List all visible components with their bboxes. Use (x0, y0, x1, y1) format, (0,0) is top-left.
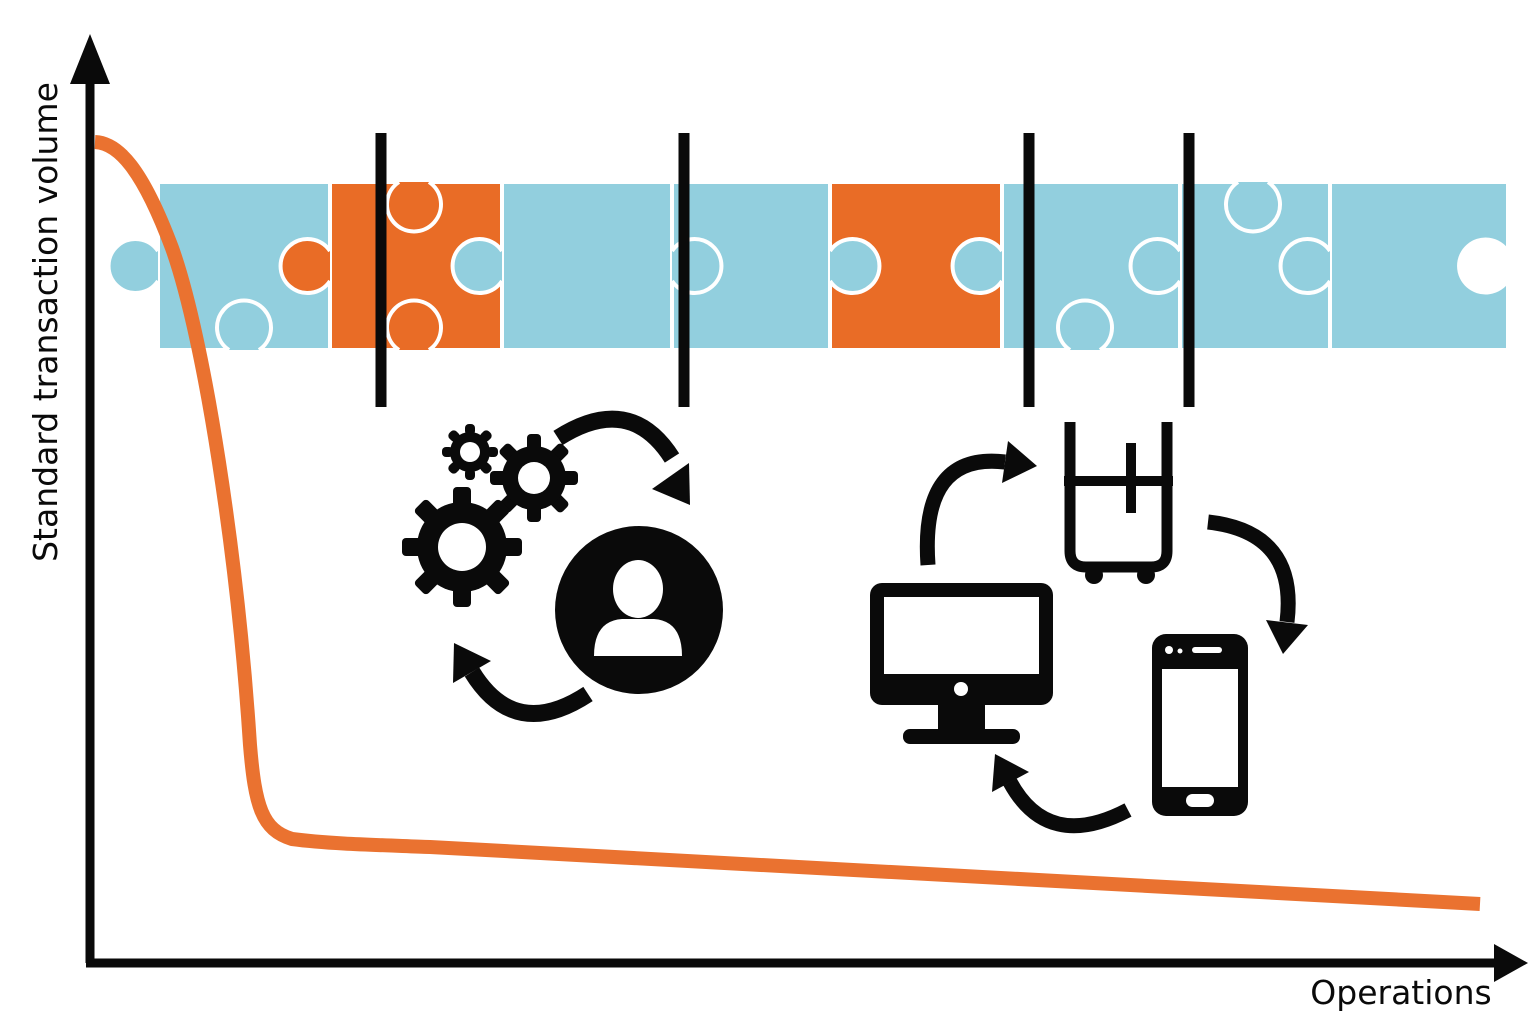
cycle-arrow-down-icon (1207, 514, 1308, 654)
puzzle-knob-right (828, 237, 882, 295)
y-axis (70, 34, 110, 963)
cycle-arrow-up-left-icon (992, 754, 1132, 834)
puzzle-socket-right (1457, 237, 1510, 295)
puzzle-knob-left (278, 237, 332, 295)
gear-hole (438, 523, 486, 571)
monitor-icon (870, 583, 1053, 744)
puzzle-knob-top (385, 180, 443, 234)
puzzle-knob-bottom (385, 298, 443, 352)
cycle-arrow-down-icon (553, 410, 690, 505)
y-axis-label: Standard transaction volume (26, 82, 65, 562)
gear-hole (460, 442, 480, 462)
cycle-arrow-up-icon (453, 643, 593, 722)
puzzle-knob-top (1224, 180, 1282, 234)
puzzle-chain (106, 131, 1510, 401)
puzzle-socket-bottom (1224, 348, 1282, 401)
transaction-volume-curve-group (94, 135, 1481, 911)
puzzle-knob-bottom (215, 298, 273, 352)
process-dividers (375, 133, 1195, 407)
puzzle-socket-top (722, 131, 780, 184)
y-axis-arrow-icon (70, 34, 110, 84)
y-axis-line (85, 60, 95, 963)
kiosk-terminal-icon (1064, 422, 1173, 584)
process-divider-1 (375, 133, 387, 407)
puzzle-socket-bottom (887, 348, 945, 401)
puzzle-socket-bottom (558, 348, 616, 401)
puzzle-socket-top (1056, 131, 1114, 184)
x-axis-arrow-icon (1494, 944, 1528, 982)
small-gear-icon (442, 424, 498, 480)
person-badge-icon (555, 526, 723, 694)
x-axis-line (86, 958, 1497, 968)
puzzle-knob-left (1278, 237, 1332, 295)
puzzle-knob-left (450, 237, 504, 295)
puzzle-socket-bottom (722, 348, 780, 401)
puzzle-knob-left (950, 237, 1004, 295)
puzzle-socket-top (558, 131, 616, 184)
x-axis (86, 944, 1528, 982)
process-divider-2 (678, 133, 690, 407)
gear-hole (518, 462, 550, 494)
puzzle-piece-3-blue (500, 180, 674, 352)
x-axis-label: Operations (1310, 973, 1491, 1012)
puzzle-knob-bottom (1056, 298, 1114, 352)
process-divider-4 (1183, 133, 1195, 407)
process-divider-3 (1023, 133, 1035, 407)
puzzle-socket-top (887, 131, 945, 184)
smartphone-icon (1152, 634, 1248, 816)
puzzle-knob-left (1128, 237, 1182, 295)
transaction-volume-curve (94, 135, 1481, 911)
puzzle-socket-top (215, 131, 273, 184)
puzzle-socket-bottom (1391, 348, 1449, 401)
device-cycle-icons (870, 422, 1308, 834)
cycle-arrow-up-right-icon (919, 441, 1037, 566)
puzzle-knob-left (106, 237, 160, 295)
large-gear-icon (402, 487, 522, 607)
automation-cycle-icons (402, 410, 723, 722)
puzzle-socket-top (1391, 131, 1449, 184)
